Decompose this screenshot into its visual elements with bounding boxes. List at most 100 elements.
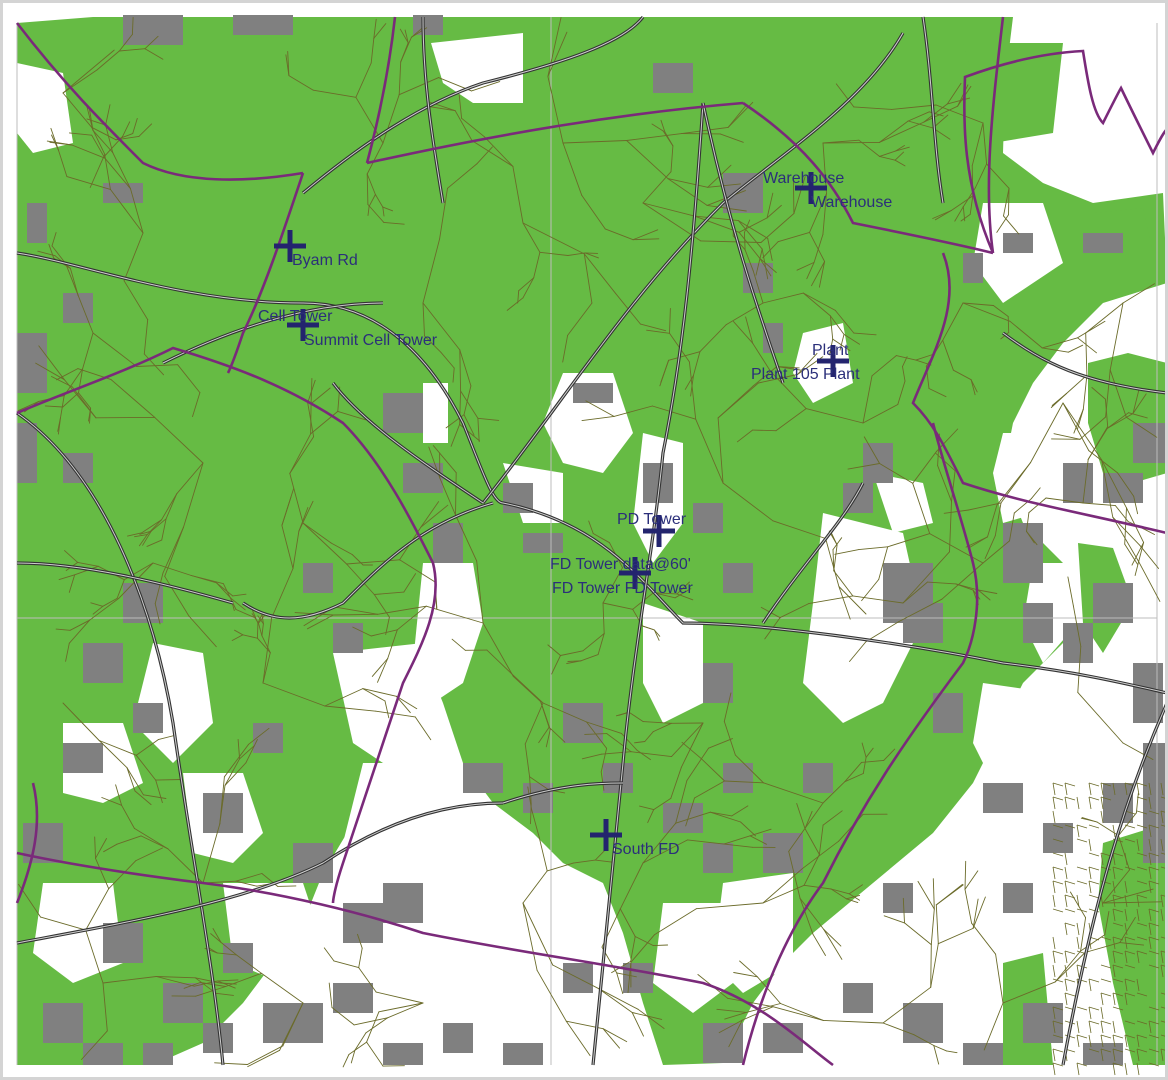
jurisdiction-boundary — [987, 16, 1005, 254]
minor-road — [822, 810, 843, 826]
minor-road — [1064, 992, 1076, 997]
minor-road — [923, 105, 959, 123]
coverage-layer — [17, 17, 1165, 1065]
minor-road — [1136, 1020, 1148, 1025]
major-road — [592, 102, 704, 1066]
minor-road — [626, 133, 683, 141]
minor-road — [822, 193, 827, 235]
minor-road — [737, 220, 763, 250]
minor-road — [619, 862, 644, 910]
cross-marker-icon[interactable] — [619, 557, 651, 589]
minor-road — [777, 231, 810, 243]
site-pd-tower[interactable]: PD Tower — [617, 511, 687, 547]
minor-road — [396, 605, 427, 631]
minor-road — [522, 277, 535, 299]
minor-road — [98, 740, 128, 769]
site-byam-rd[interactable]: Byam Rd — [274, 230, 358, 269]
minor-road — [104, 157, 131, 190]
major-road — [422, 16, 444, 204]
cross-marker-icon[interactable] — [287, 309, 319, 341]
minor-road — [832, 549, 835, 572]
cross-marker-icon[interactable] — [274, 230, 306, 262]
minor-road — [1100, 1034, 1104, 1048]
minor-road — [134, 534, 148, 538]
minor-road — [845, 898, 859, 904]
minor-road — [358, 967, 377, 993]
cross-marker-icon[interactable] — [795, 172, 827, 204]
major-road — [16, 802, 504, 944]
minor-road — [1079, 416, 1107, 440]
marginal-coverage-cell — [863, 443, 893, 483]
minor-road — [1148, 838, 1152, 852]
minor-road — [1136, 852, 1148, 857]
minor-road — [1064, 782, 1068, 796]
minor-road — [17, 401, 39, 412]
cross-marker-icon[interactable] — [590, 819, 622, 851]
minor-road — [743, 219, 751, 233]
minor-road — [1124, 1020, 1136, 1025]
minor-road — [1076, 936, 1080, 950]
minor-road — [375, 991, 424, 1004]
minor-road — [843, 333, 860, 345]
site-fd-tower[interactable]: FD Tower data@60'FD Tower FD Tower — [550, 556, 693, 597]
minor-road — [1160, 782, 1164, 796]
minor-road — [177, 364, 201, 394]
minor-road — [631, 1012, 663, 1020]
minor-road — [1136, 880, 1148, 885]
minor-road — [862, 756, 867, 774]
minor-road — [755, 248, 763, 276]
minor-road — [382, 94, 400, 144]
minor-road — [724, 1011, 747, 1020]
minor-road — [653, 908, 697, 936]
minor-road — [215, 992, 234, 996]
coverage-area — [1098, 823, 1165, 1065]
minor-road — [1112, 1034, 1124, 1039]
cross-marker-icon[interactable] — [643, 515, 675, 547]
marginal-coverage-cell — [803, 763, 833, 793]
minor-road — [926, 581, 957, 585]
minor-road — [763, 782, 824, 804]
minor-road — [799, 897, 814, 935]
minor-road — [366, 1011, 380, 1043]
minor-road — [477, 417, 480, 443]
minor-road — [833, 544, 838, 572]
minor-road — [917, 880, 935, 910]
minor-road — [1030, 487, 1041, 500]
minor-road — [829, 315, 834, 340]
site-south-fd[interactable]: South FD — [590, 819, 680, 858]
minor-road — [354, 1032, 367, 1051]
minor-road — [1052, 950, 1056, 964]
minor-road — [1052, 838, 1064, 843]
major-road — [702, 102, 784, 384]
marginal-coverage-cell — [1083, 1043, 1123, 1065]
minor-road — [279, 1002, 304, 1051]
minor-road — [257, 612, 264, 624]
marginal-coverage-cell — [963, 1043, 1003, 1065]
minor-road — [224, 762, 247, 786]
minor-road — [1112, 782, 1116, 796]
minor-road — [1160, 1034, 1165, 1037]
minor-road — [1064, 922, 1076, 927]
minor-road — [1118, 812, 1137, 837]
minor-road — [395, 695, 418, 710]
minor-road — [723, 835, 751, 845]
minor-road — [1052, 866, 1056, 880]
minor-road — [1136, 810, 1148, 815]
minor-road — [717, 382, 759, 419]
cross-marker-icon[interactable] — [817, 345, 849, 377]
minor-road — [1148, 796, 1152, 810]
minor-road — [583, 253, 593, 304]
marginal-coverage-cell — [123, 15, 183, 45]
marginal-coverage-cell — [1063, 463, 1093, 503]
minor-road — [586, 721, 622, 734]
marginal-coverage-cell — [333, 623, 363, 653]
minor-road — [1066, 374, 1088, 394]
minor-road — [823, 929, 842, 947]
minor-road — [676, 581, 690, 595]
minor-road — [362, 688, 397, 697]
minor-road — [977, 589, 991, 601]
